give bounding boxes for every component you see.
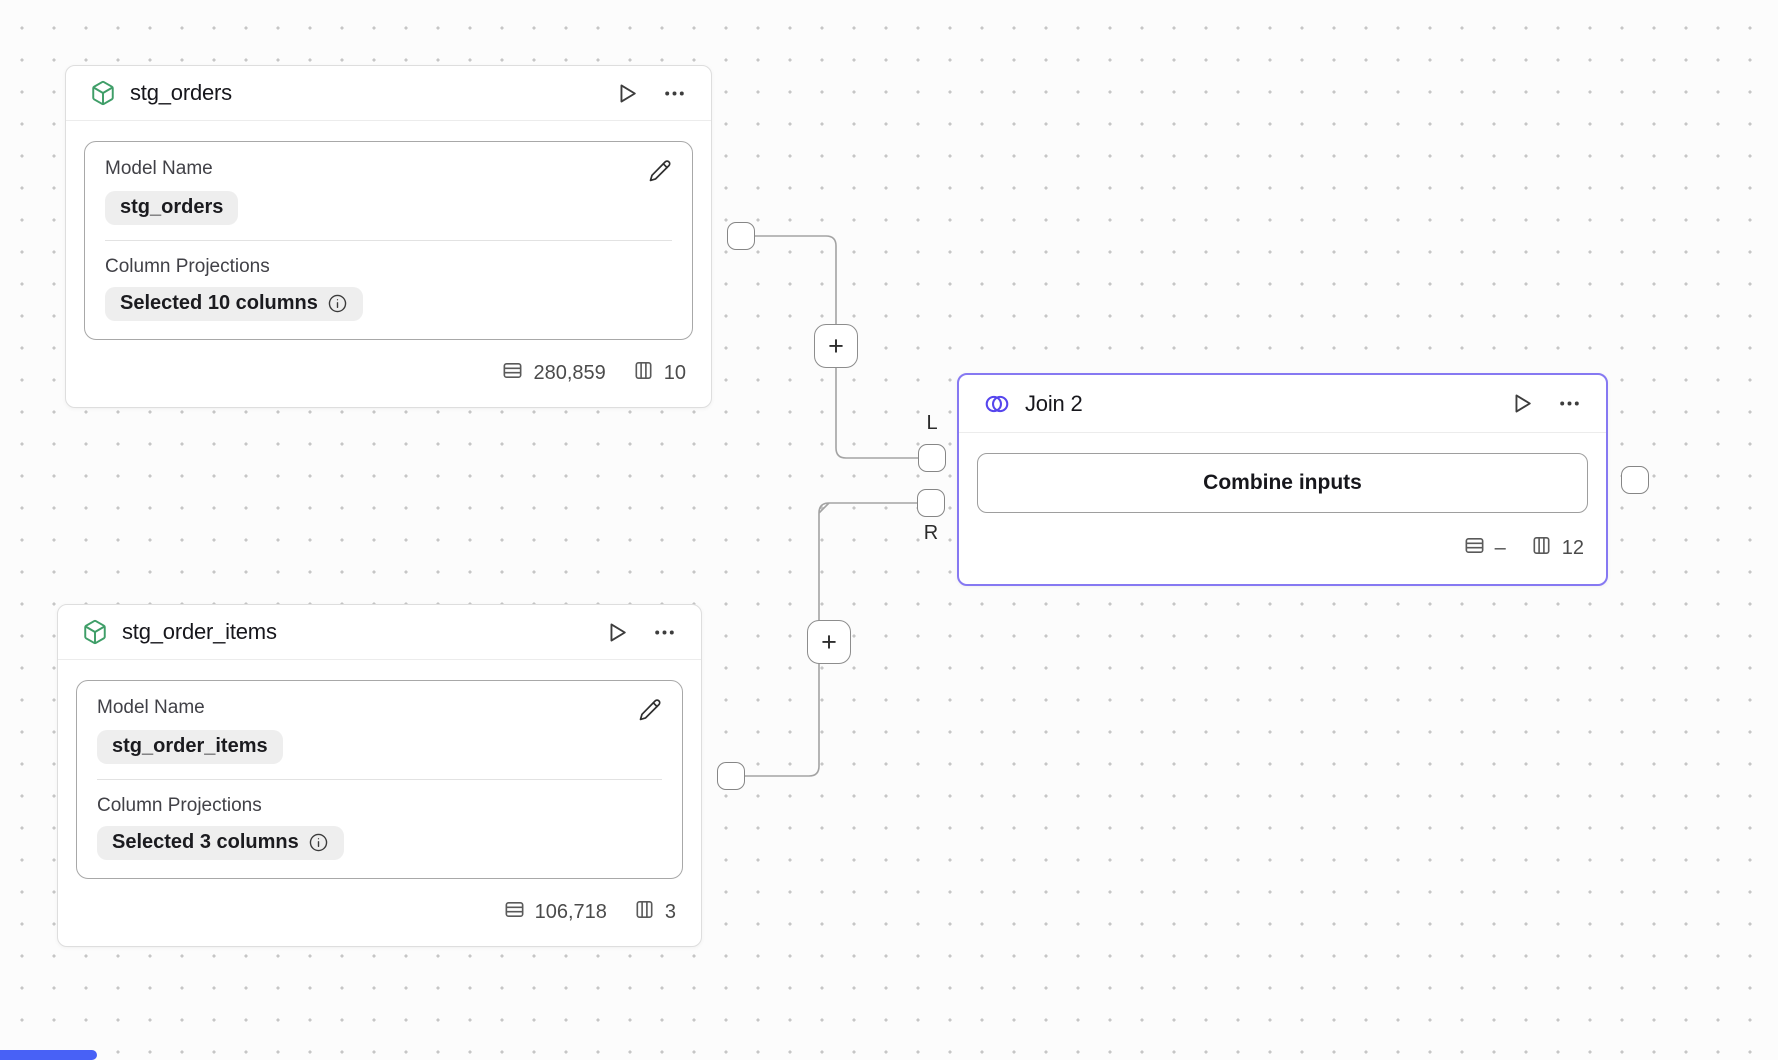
divider [97, 779, 662, 780]
columns-icon [633, 898, 656, 927]
ellipsis-menu-icon[interactable] [662, 81, 687, 106]
cube-icon [90, 80, 116, 106]
venn-join-icon [983, 390, 1011, 418]
output-port-stg-order-items[interactable] [717, 762, 745, 790]
add-step-button-top-edge[interactable]: + [814, 324, 858, 368]
left-port-label: L [926, 412, 938, 434]
node-footer: 280,859 10 [66, 340, 711, 407]
node-config-card: Model Name stg_orders Column Projections… [84, 141, 693, 340]
edge-stg-order-items-to-join-right[interactable] [745, 502, 917, 777]
column-count: 3 [664, 901, 676, 923]
row-count: – [1494, 537, 1506, 559]
ellipsis-menu-icon[interactable] [652, 620, 677, 645]
model-name-badge[interactable]: stg_order_items [97, 730, 283, 764]
node-header: stg_orders [66, 66, 711, 121]
node-title: stg_orders [130, 80, 232, 105]
rows-icon [1463, 534, 1486, 563]
column-count: 12 [1561, 537, 1584, 559]
ellipsis-menu-icon[interactable] [1557, 391, 1582, 416]
node-stg-order-items[interactable]: stg_order_items Model Name stg_order_ite… [57, 604, 702, 947]
output-port-stg-orders[interactable] [727, 222, 755, 250]
play-icon[interactable] [615, 81, 640, 106]
node-header: Join 2 [959, 375, 1606, 433]
cube-icon [82, 619, 108, 645]
play-icon[interactable] [605, 620, 630, 645]
info-icon[interactable] [327, 293, 348, 314]
bottom-left-blue-bar [0, 1050, 97, 1060]
node-join-2[interactable]: Join 2 Combine inputs – 12 [957, 373, 1608, 586]
node-footer: 106,718 3 [58, 879, 701, 946]
model-name-badge[interactable]: stg_orders [105, 191, 239, 225]
node-title: stg_order_items [122, 619, 277, 644]
row-count-stat: 280,859 [501, 359, 606, 388]
divider [105, 240, 672, 241]
join-right-input-port[interactable] [917, 489, 945, 517]
model-name-label: Model Name [105, 158, 213, 179]
node-footer: – 12 [959, 513, 1606, 584]
column-projections-label: Column Projections [97, 795, 262, 816]
right-port-label: R [923, 522, 939, 544]
model-name-label: Model Name [97, 697, 205, 718]
row-count: 280,859 [533, 362, 606, 384]
row-count-stat: – [1463, 534, 1506, 563]
combine-inputs-button[interactable]: Combine inputs [977, 453, 1588, 513]
add-step-button-bottom-edge[interactable]: + [807, 620, 851, 664]
rows-icon [503, 898, 526, 927]
pencil-edit-icon[interactable] [648, 159, 672, 183]
column-projections-label: Column Projections [105, 256, 270, 277]
node-config-card: Model Name stg_order_items Column Projec… [76, 680, 683, 879]
row-count: 106,718 [534, 901, 607, 923]
pencil-edit-icon[interactable] [638, 698, 662, 722]
column-projections-badge[interactable]: Selected 10 columns [105, 287, 363, 321]
column-count-stat: 3 [633, 898, 676, 927]
info-icon[interactable] [308, 832, 329, 853]
column-count: 10 [663, 362, 686, 384]
join-left-input-port[interactable] [918, 444, 946, 472]
columns-icon [632, 359, 655, 388]
node-title: Join 2 [1025, 390, 1083, 416]
row-count-stat: 106,718 [503, 898, 607, 927]
column-count-stat: 12 [1530, 534, 1584, 563]
play-icon[interactable] [1510, 391, 1535, 416]
node-stg-orders[interactable]: stg_orders Model Name stg_orders Column … [65, 65, 712, 408]
columns-icon [1530, 534, 1553, 563]
join-output-port[interactable] [1621, 466, 1649, 494]
node-header: stg_order_items [58, 605, 701, 660]
rows-icon [501, 359, 524, 388]
column-projections-badge[interactable]: Selected 3 columns [97, 826, 344, 860]
column-count-stat: 10 [632, 359, 686, 388]
